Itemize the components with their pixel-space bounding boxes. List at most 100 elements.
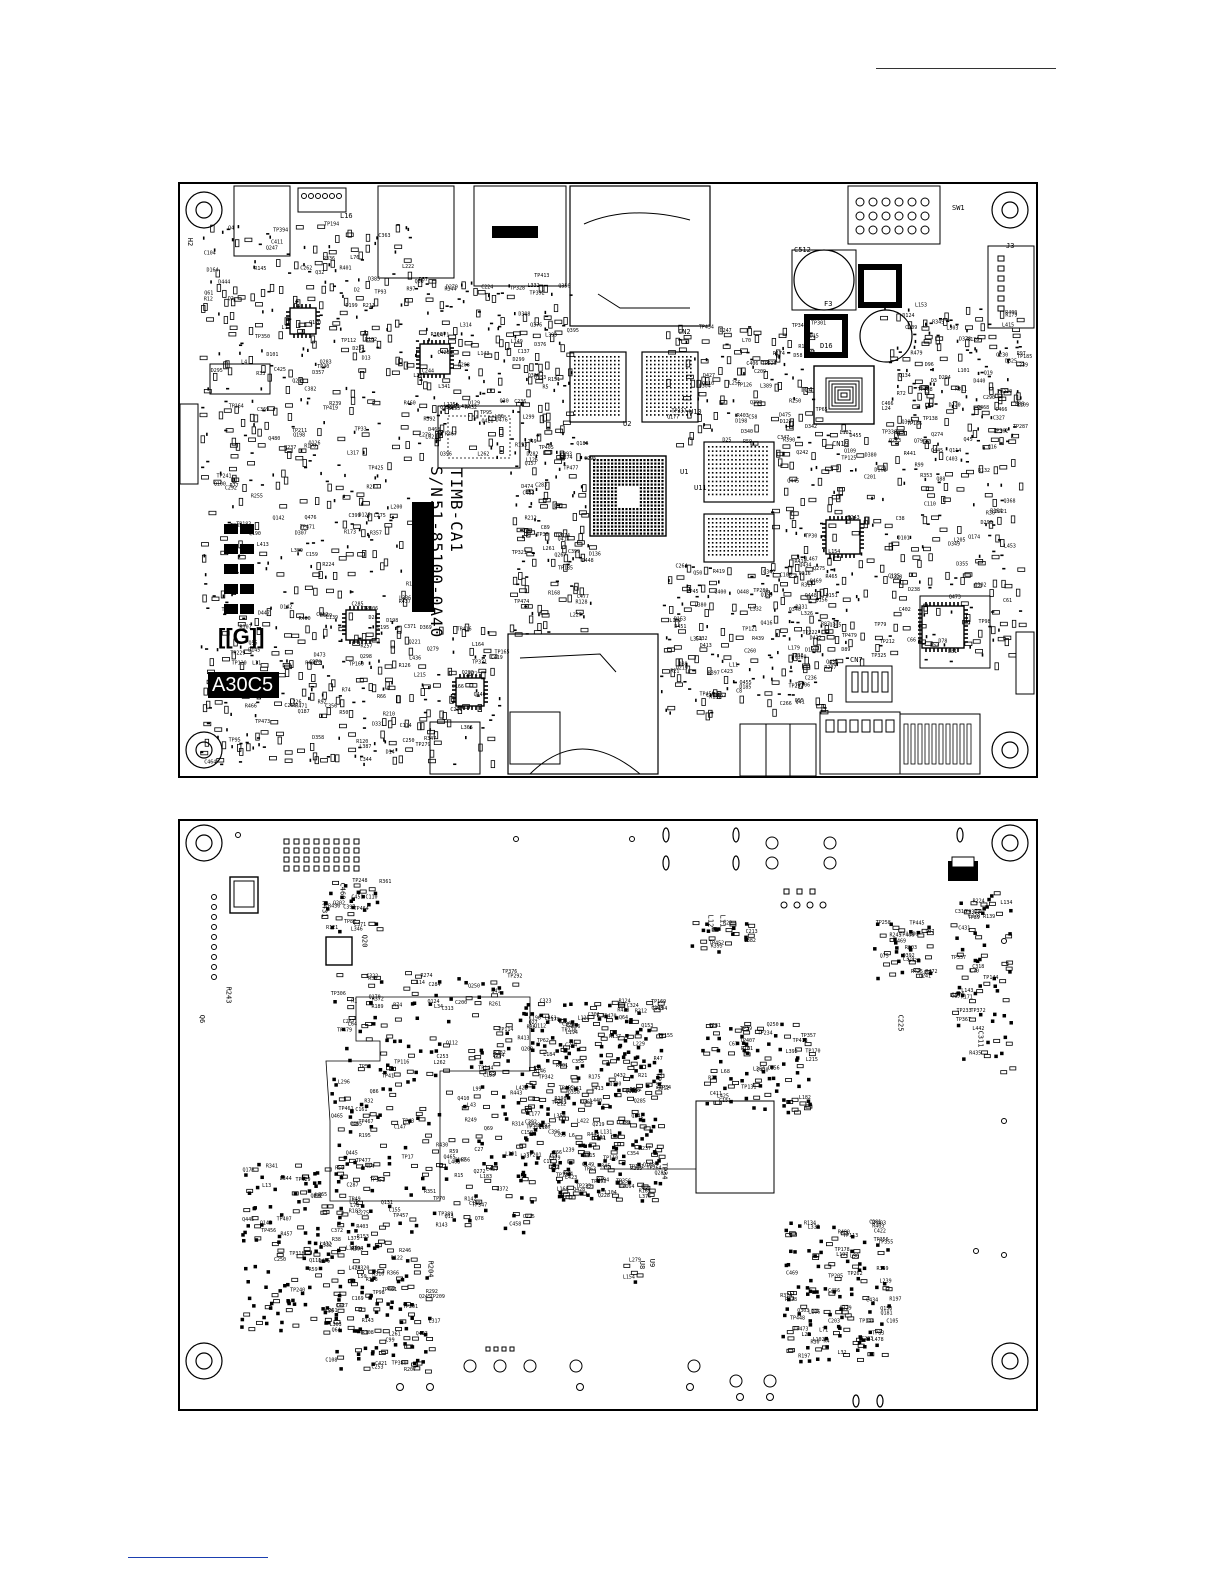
connector	[987, 245, 1035, 329]
svg-text:L126: L126	[526, 458, 538, 464]
svg-text:Q416: Q416	[760, 620, 772, 626]
svg-text:C355: C355	[572, 1059, 584, 1065]
svg-text:R317: R317	[801, 582, 813, 588]
svg-text:TP241: TP241	[216, 473, 231, 479]
svg-text:C423: C423	[721, 669, 733, 675]
round-pad	[765, 856, 779, 870]
svg-text:Q434: Q434	[799, 563, 811, 569]
svg-text:Q465: Q465	[443, 1155, 455, 1161]
svg-text:TP125: TP125	[841, 455, 856, 461]
svg-text:L4: L4	[241, 359, 247, 365]
svg-text:TP17: TP17	[402, 1154, 414, 1160]
svg-text:D57: D57	[419, 277, 428, 283]
svg-text:C260: C260	[744, 649, 756, 655]
via-pad	[283, 838, 290, 845]
mounting-hole	[991, 1342, 1029, 1380]
svg-text:D124: D124	[902, 313, 914, 319]
via-pad	[333, 847, 340, 854]
svg-text:D294: D294	[939, 375, 951, 381]
svg-text:R153: R153	[357, 1234, 369, 1240]
svg-text:L275: L275	[357, 1211, 369, 1217]
svg-text:C230: C230	[996, 353, 1008, 359]
svg-text:D52: D52	[930, 642, 939, 648]
svg-text:R47: R47	[654, 1056, 663, 1062]
svg-text:C411: C411	[271, 240, 283, 246]
svg-text:Q131: Q131	[381, 1200, 393, 1206]
svg-text:Q64: Q64	[332, 1327, 341, 1333]
svg-text:C332: C332	[320, 1243, 332, 1249]
svg-text:Q190: Q190	[249, 531, 261, 537]
svg-text:Q168: Q168	[643, 1163, 655, 1169]
svg-text:D376: D376	[534, 342, 546, 348]
svg-text:TP193: TP193	[591, 1179, 606, 1185]
svg-text:R460: R460	[404, 401, 416, 407]
svg-text:Q272: Q272	[474, 1169, 486, 1175]
svg-text:TP434: TP434	[699, 325, 714, 331]
svg-text:TP456: TP456	[261, 1228, 276, 1234]
svg-text:R390: R390	[783, 438, 795, 444]
svg-text:C466: C466	[882, 401, 894, 407]
svg-text:L215: L215	[414, 673, 426, 679]
svg-text:R92: R92	[318, 699, 327, 705]
svg-text:C466: C466	[995, 407, 1007, 413]
svg-text:D101: D101	[898, 535, 910, 541]
header-rule	[876, 68, 1056, 69]
svg-text:L109: L109	[1017, 402, 1029, 408]
svg-text:L183: L183	[480, 1174, 492, 1180]
svg-text:TP474: TP474	[514, 599, 529, 605]
svg-text:Q159: Q159	[761, 593, 773, 599]
svg-text:L303: L303	[330, 1322, 342, 1328]
svg-text:L1: L1	[282, 325, 288, 331]
inductor-l12-label: L12	[706, 914, 715, 928]
svg-text:L153: L153	[915, 303, 927, 309]
svg-text:L34: L34	[434, 1004, 443, 1010]
svg-text:C253: C253	[436, 1054, 448, 1060]
svg-text:D457: D457	[714, 693, 726, 699]
svg-text:D451: D451	[674, 624, 686, 630]
cap-c311-label: C311	[976, 1030, 985, 1048]
svg-text:L215: L215	[806, 1057, 818, 1063]
svg-text:L32: L32	[837, 1350, 846, 1356]
svg-text:TP234: TP234	[758, 1031, 773, 1037]
svg-text:TP357: TP357	[801, 1033, 816, 1039]
svg-text:L125: L125	[444, 402, 456, 408]
svg-text:C395: C395	[554, 1133, 566, 1139]
svg-text:TP457: TP457	[393, 1213, 408, 1219]
svg-text:D3: D3	[931, 378, 937, 384]
svg-text:R99: R99	[915, 462, 924, 468]
via-pad	[333, 856, 340, 863]
mounting-hole	[185, 824, 223, 862]
svg-text:TP276: TP276	[622, 1088, 637, 1094]
svg-text:L14: L14	[416, 980, 425, 986]
svg-text:C434: C434	[866, 1298, 878, 1304]
svg-text:C196: C196	[529, 1016, 541, 1022]
svg-text:TP95: TP95	[229, 737, 241, 743]
cap-tc4-label: F3	[824, 300, 833, 308]
svg-text:R120: R120	[356, 739, 368, 745]
qfn-ic	[825, 519, 861, 555]
svg-text:Q448: Q448	[737, 590, 749, 596]
svg-text:Q480: Q480	[268, 436, 280, 442]
svg-text:D357: D357	[312, 370, 324, 376]
svg-text:R246: R246	[399, 1248, 411, 1254]
svg-text:L24: L24	[882, 406, 891, 412]
svg-text:TP301: TP301	[811, 321, 826, 327]
svg-text:D307: D307	[295, 530, 307, 536]
svg-text:L262: L262	[477, 451, 489, 457]
svg-text:TP233: TP233	[576, 1184, 591, 1190]
round-pad	[729, 1374, 743, 1388]
svg-text:C61: C61	[1003, 598, 1012, 604]
svg-text:Q393: Q393	[902, 419, 914, 425]
svg-text:L229: L229	[633, 1041, 645, 1047]
svg-text:R212: R212	[525, 515, 537, 521]
svg-text:C38: C38	[896, 516, 905, 522]
svg-text:C110: C110	[924, 501, 936, 507]
connector	[429, 721, 481, 775]
connector	[509, 711, 561, 765]
svg-text:D101: D101	[266, 352, 278, 358]
svg-text:D129: D129	[468, 401, 480, 407]
svg-text:R353: R353	[920, 473, 932, 479]
svg-text:D331: D331	[796, 604, 808, 610]
svg-text:D136: D136	[589, 552, 601, 558]
svg-text:L131: L131	[600, 1130, 612, 1136]
